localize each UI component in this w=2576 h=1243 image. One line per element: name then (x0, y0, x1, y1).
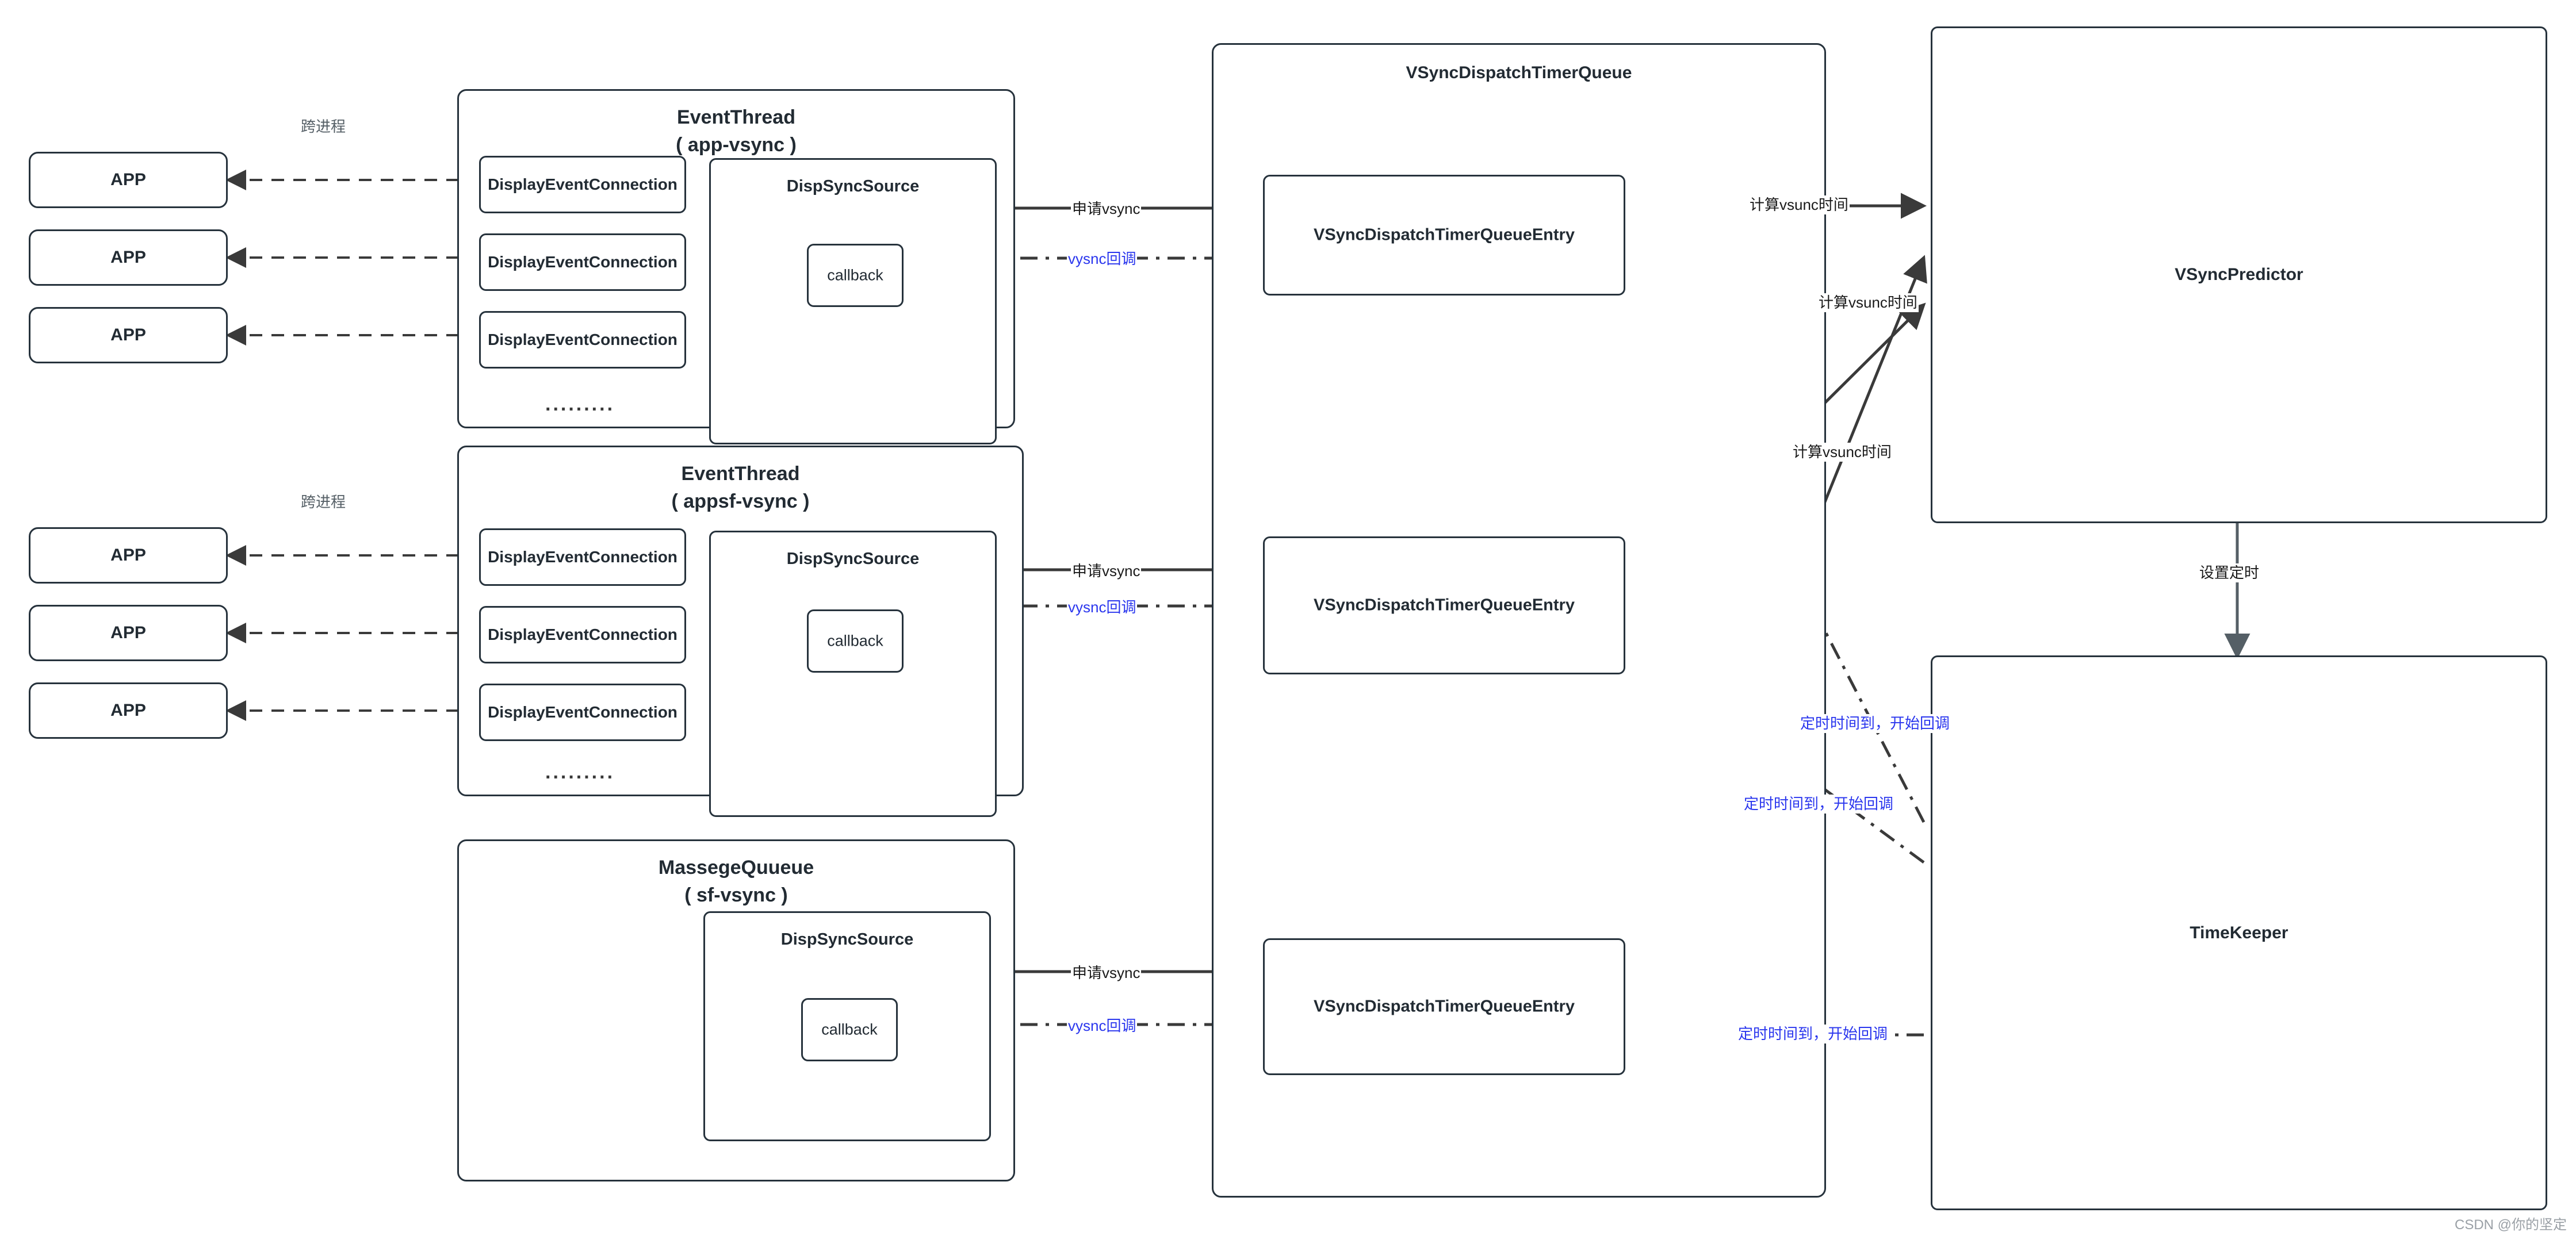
vsync-predictor-box[interactable]: VSyncPredictor (1931, 26, 2547, 523)
vsync-dispatch-timer-queue-entry-1[interactable]: VSyncDispatchTimerQueueEntry (1263, 175, 1625, 296)
callback-box-1[interactable]: callback (807, 244, 904, 307)
edge-label-compute-vsync-time-1: 计算vsunc时间 (1748, 195, 1850, 215)
section-name: EventThread (677, 106, 795, 128)
callback-box-3[interactable]: callback (801, 998, 898, 1061)
edge-label-timer-fired-2: 定时时间到，开始回调 (1743, 795, 1895, 814)
entry-label: VSyncDispatchTimerQueueEntry (1314, 225, 1575, 244)
display-event-connection-label: DisplayEventConnection (488, 175, 678, 193)
section-name: MassegeQuueue (658, 857, 814, 878)
app-label: APP (110, 701, 146, 720)
callback-label: callback (821, 1021, 878, 1038)
display-event-connection-label: DisplayEventConnection (488, 331, 678, 348)
disp-sync-source-title: DispSyncSource (786, 550, 920, 568)
edge-label-request-vsync-3: 申请vsync (1071, 964, 1142, 983)
disp-sync-source-2[interactable]: DispSyncSource callback (709, 531, 997, 817)
vsync-dispatch-timer-queue-entry-2[interactable]: VSyncDispatchTimerQueueEntry (1263, 536, 1625, 674)
display-event-connection-5[interactable]: DisplayEventConnection (479, 606, 686, 663)
edge-label-timer-fired-3: 定时时间到，开始回调 (1737, 1025, 1889, 1044)
panel-title: VSyncDispatchTimerQueue (1406, 63, 1632, 82)
display-event-connection-3[interactable]: DisplayEventConnection (479, 311, 686, 369)
edge-label-set-timer: 设置定时 (2198, 563, 2261, 583)
vsync-dispatch-timer-queue-entry-3[interactable]: VSyncDispatchTimerQueueEntry (1263, 938, 1625, 1075)
display-event-connection-label: DisplayEventConnection (488, 253, 678, 271)
display-event-connection-label: DisplayEventConnection (488, 703, 678, 721)
disp-sync-source-title: DispSyncSource (786, 177, 920, 195)
entry-label: VSyncDispatchTimerQueueEntry (1314, 596, 1575, 615)
section-subtitle: ( sf-vsync ) (684, 884, 788, 907)
display-event-connection-4[interactable]: DisplayEventConnection (479, 528, 686, 586)
edge-label-timer-fired-1: 定时时间到，开始回调 (1799, 714, 1951, 734)
callback-label: callback (827, 632, 883, 650)
app-label: APP (110, 546, 146, 565)
section-massege-quueue-sf-vsync[interactable]: MassegeQuueue ( sf-vsync ) DispSyncSourc… (457, 839, 1015, 1181)
section-title: EventThread ( appsf-vsync ) (459, 460, 1022, 516)
app-label: APP (110, 248, 146, 267)
app-label: APP (110, 170, 146, 189)
entry-label: VSyncDispatchTimerQueueEntry (1314, 997, 1575, 1016)
app-box-6[interactable]: APP (29, 682, 228, 739)
display-event-connection-label: DisplayEventConnection (488, 626, 678, 643)
disp-sync-source-3[interactable]: DispSyncSource callback (703, 911, 991, 1141)
section-subtitle: ( app-vsync ) (676, 134, 797, 156)
display-event-connection-label: DisplayEventConnection (488, 548, 678, 566)
display-event-connection-1[interactable]: DisplayEventConnection (479, 156, 686, 213)
section-ellipsis: ......... (545, 393, 615, 415)
app-label: APP (110, 623, 146, 642)
edge-label-vsync-callback-1: vysnc回调 (1067, 250, 1138, 269)
display-event-connection-6[interactable]: DisplayEventConnection (479, 684, 686, 741)
time-keeper-label: TimeKeeper (2190, 923, 2288, 942)
edge-label-compute-vsync-time-3: 计算vsunc时间 (1792, 443, 1893, 462)
disp-sync-source-1[interactable]: DispSyncSource callback (709, 158, 997, 444)
section-name: EventThread (681, 463, 800, 485)
edge-label-vsync-callback-3: vysnc回调 (1067, 1016, 1138, 1036)
edge-label-vsync-callback-2: vysnc回调 (1067, 598, 1138, 617)
section-event-thread-app-vsync[interactable]: EventThread ( app-vsync ) DisplayEventCo… (457, 89, 1015, 444)
cross-process-label-2: 跨进程 (301, 493, 346, 511)
section-event-thread-appsf-vsync[interactable]: EventThread ( appsf-vsync ) DisplayEvent… (457, 446, 1024, 817)
callback-label: callback (827, 266, 883, 284)
app-box-5[interactable]: APP (29, 605, 228, 661)
cross-process-label-1: 跨进程 (301, 118, 346, 135)
app-box-4[interactable]: APP (29, 527, 228, 584)
section-subtitle: ( appsf-vsync ) (671, 490, 810, 513)
edge-label-request-vsync-1: 申请vsync (1071, 200, 1142, 219)
edge-label-request-vsync-2: 申请vsync (1071, 562, 1142, 581)
vsync-predictor-label: VSyncPredictor (2175, 265, 2303, 284)
time-keeper-box[interactable]: TimeKeeper (1931, 655, 2547, 1210)
app-box-2[interactable]: APP (29, 229, 228, 286)
section-title: EventThread ( app-vsync ) (459, 103, 1013, 159)
app-box-3[interactable]: APP (29, 307, 228, 363)
app-label: APP (110, 325, 146, 344)
section-title: MassegeQuueue ( sf-vsync ) (459, 854, 1013, 910)
watermark: CSDN @你的坚定 (2455, 1217, 2567, 1233)
app-box-1[interactable]: APP (29, 152, 228, 208)
display-event-connection-2[interactable]: DisplayEventConnection (479, 233, 686, 291)
section-ellipsis: ......... (545, 761, 615, 783)
edge-label-compute-vsync-time-2: 计算vsunc时间 (1817, 293, 1919, 313)
callback-box-2[interactable]: callback (807, 609, 904, 673)
disp-sync-source-title: DispSyncSource (780, 930, 914, 949)
